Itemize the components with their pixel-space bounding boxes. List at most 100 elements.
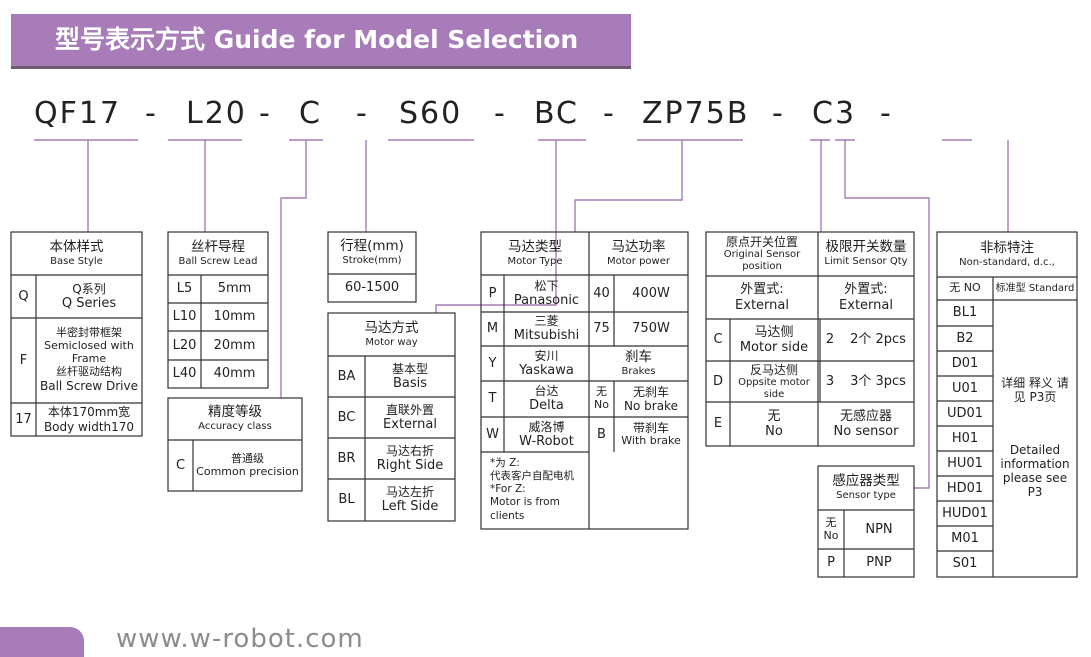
sensor-type-code: P xyxy=(827,555,835,571)
connector-base xyxy=(34,139,138,232)
origin-code: E xyxy=(713,416,723,432)
nonstandard-code: HUD01 xyxy=(942,505,988,521)
nonstandard-code: UD01 xyxy=(946,405,984,421)
code-dash: - xyxy=(145,96,158,131)
lead-code: L20 xyxy=(172,337,197,353)
lead-code: L10 xyxy=(172,309,197,325)
motor-way-code: BA xyxy=(337,368,356,384)
limit-code: 3 xyxy=(825,373,835,389)
base-style-code: 17 xyxy=(15,411,32,427)
motor-way-code: BL xyxy=(338,492,355,508)
nonstandard-code: M01 xyxy=(951,530,979,546)
motor-power-value: 400W xyxy=(632,285,670,301)
stroke-value: 60-1500 xyxy=(344,280,400,296)
base-style-code: Q xyxy=(18,288,29,304)
lead-value: 40mm xyxy=(213,366,256,382)
connector-origin xyxy=(810,139,830,232)
code-accuracy: C xyxy=(299,96,322,131)
code-dash: - xyxy=(772,96,785,131)
connector-lead xyxy=(168,139,242,232)
limit-value: 2个 2pcs xyxy=(850,332,906,348)
brake-code: 无 No xyxy=(594,385,609,411)
connector-stroke xyxy=(365,139,474,232)
code-stroke: S60 xyxy=(399,96,463,131)
motor-type-note: *为 Z: 代表客户自配电机 *For Z: Motor is from cli… xyxy=(490,457,574,522)
nonstandard-code: B2 xyxy=(956,330,974,346)
connector-motor-way xyxy=(435,139,586,313)
motor-type-code: W xyxy=(486,426,499,442)
base-style-code: F xyxy=(19,352,28,368)
header-shadow xyxy=(11,66,631,69)
nonstandard-code: BL1 xyxy=(952,305,978,321)
nonstandard-code: D01 xyxy=(951,355,979,371)
motor-type-code: T xyxy=(488,391,497,407)
base-style-title: 本体样式 xyxy=(49,238,104,255)
page-title: 型号表示方式 Guide for Model Selection xyxy=(55,25,579,54)
lead-code: L5 xyxy=(176,281,193,297)
header-banner: 型号表示方式 Guide for Model Selection xyxy=(11,14,631,66)
nonstandard-code: HU01 xyxy=(947,455,983,471)
motor-power-value: 750W xyxy=(632,321,670,337)
connector-motor xyxy=(574,139,743,232)
limit-external: 外置式:External xyxy=(839,282,893,313)
nonstandard-standard: 标准型 Standard xyxy=(995,282,1075,294)
connector-accuracy xyxy=(280,139,323,398)
sensor-type-code: 无 No xyxy=(823,515,839,542)
sensor-type-value: PNP xyxy=(866,555,892,571)
limit-value: 3个 3pcs xyxy=(850,373,906,389)
code-motor: ZP75B xyxy=(642,96,750,131)
code-motor-way: BC xyxy=(534,96,580,131)
origin-code: D xyxy=(712,373,723,389)
code-dash: - xyxy=(880,96,893,131)
motor-type-code: M xyxy=(486,321,499,337)
code-dash: - xyxy=(603,96,616,131)
origin-external: 外置式:External xyxy=(735,282,789,313)
nonstandard-code: H01 xyxy=(951,430,979,446)
code-dash: - xyxy=(259,96,272,131)
motor-power-code: 75 xyxy=(593,321,610,337)
connector-sensor-type xyxy=(835,139,930,489)
brake-code: B xyxy=(597,426,606,442)
footer-tab xyxy=(0,627,84,657)
accuracy-code: C xyxy=(175,457,186,473)
motor-power-code: 40 xyxy=(593,285,610,301)
lead-value: 20mm xyxy=(213,337,256,353)
lead-value: 10mm xyxy=(213,309,256,325)
nonstandard-code: S01 xyxy=(952,556,978,572)
code-base: QF17 xyxy=(34,96,122,131)
nonstandard-detail: 详细 释义 请见 P3页 xyxy=(1001,375,1069,404)
code-sensor: C3 xyxy=(812,96,857,131)
motor-way-code: BR xyxy=(337,450,356,466)
code-dash: - xyxy=(356,96,369,131)
